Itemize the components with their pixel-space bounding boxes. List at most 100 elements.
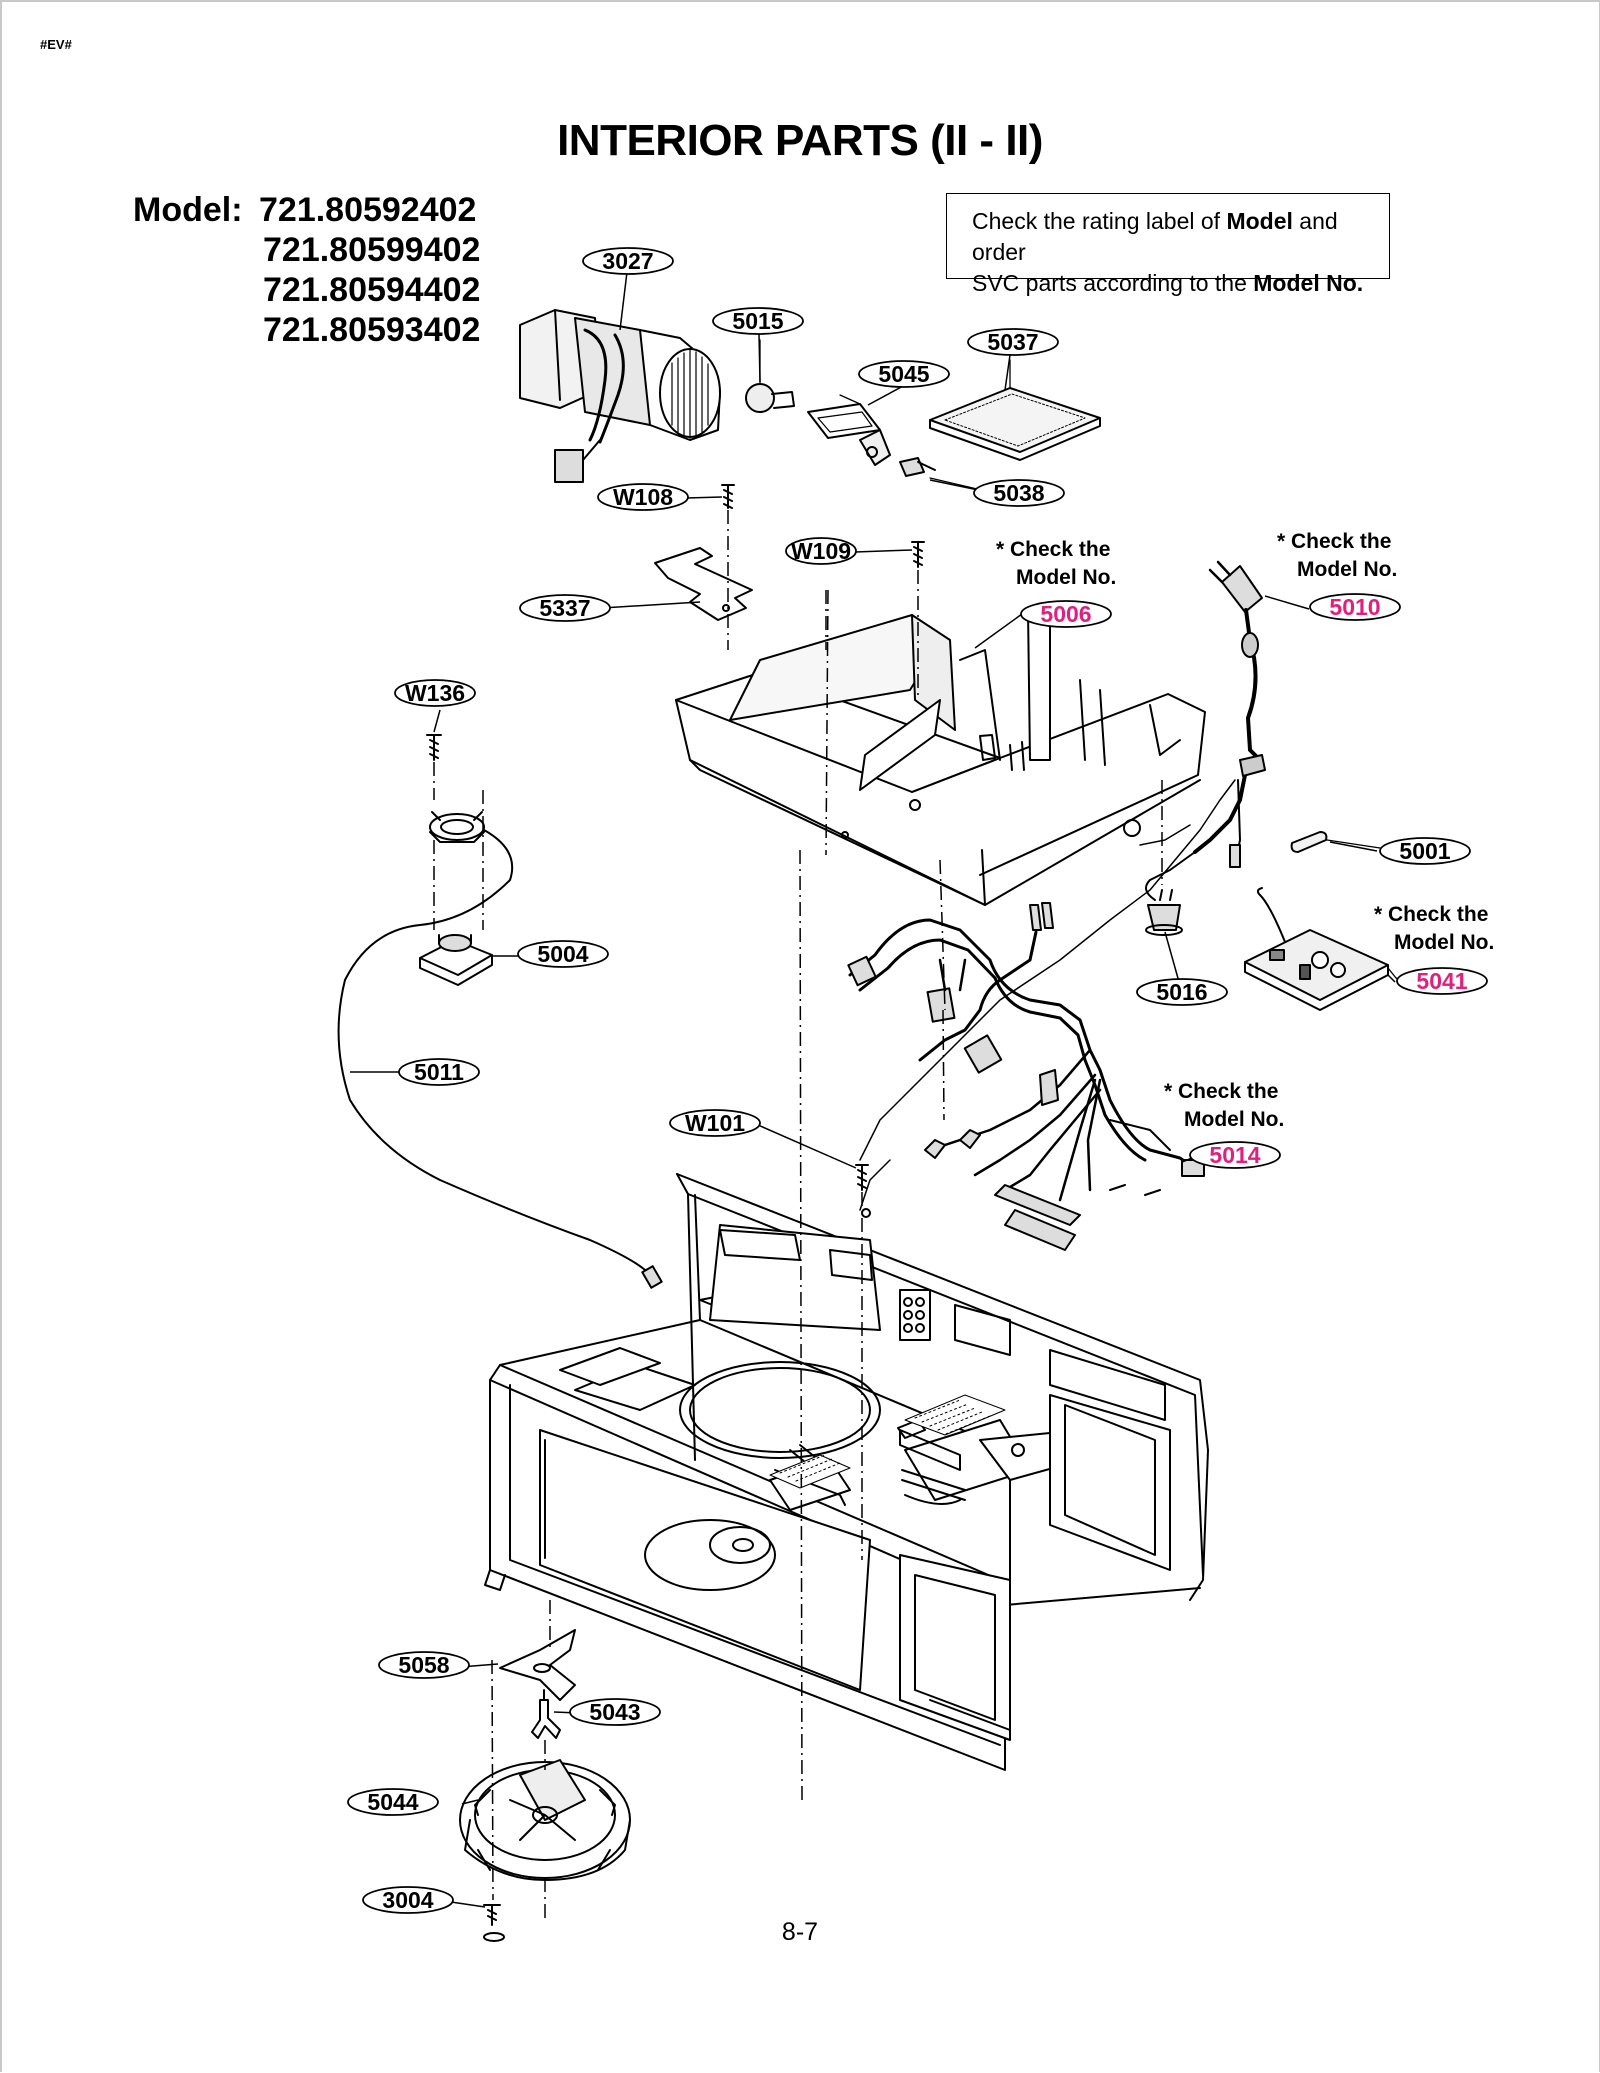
check-note-line: Model No. <box>1016 566 1116 589</box>
callout-label: 5043 <box>589 1699 640 1725</box>
leader-lines <box>350 271 1396 1908</box>
callout-5010: 5010 <box>1309 593 1401 621</box>
oven-cavity <box>484 1173 1209 1771</box>
check-note-line: * Check the <box>1277 530 1391 553</box>
callout-5038: 5038 <box>973 479 1065 507</box>
callout-w109: W109 <box>785 537 857 565</box>
note-emphasis: Model <box>1226 208 1293 234</box>
lamp-5015 <box>745 339 795 413</box>
stirrer-bracket <box>429 811 485 843</box>
callout-5011: 5011 <box>398 1058 480 1086</box>
model-label: Model: <box>133 191 243 229</box>
callout-5004: 5004 <box>517 940 609 968</box>
callout-5058: 5058 <box>378 1651 470 1679</box>
callout-5014: 5014 <box>1189 1141 1281 1169</box>
callout-label: 5004 <box>537 941 588 967</box>
callout-5016: 5016 <box>1136 978 1228 1006</box>
callout-w108: W108 <box>597 483 689 511</box>
bracket-5337 <box>654 547 753 621</box>
callout-label: W108 <box>613 484 673 510</box>
callout-label: 5001 <box>1399 838 1450 864</box>
rating-label-note: Check the rating label of Model and orde… <box>946 193 1390 296</box>
coupler-5043 <box>531 1689 561 1739</box>
callout-label: 5041 <box>1416 968 1467 994</box>
model-row: 721.80594402 <box>133 270 480 310</box>
check-note-line: Model No. <box>1394 931 1494 954</box>
callout-label: W101 <box>685 1110 745 1136</box>
vent-grid <box>769 1394 1006 1489</box>
stirrer-motor-5004 <box>419 934 493 986</box>
callout-label: 5011 <box>414 1059 464 1085</box>
base-plate-5006 <box>675 609 1206 906</box>
callout-label: 5337 <box>539 595 590 621</box>
check-note-line: * Check the <box>1374 903 1488 926</box>
corner-tag: #EV# <box>40 37 72 52</box>
check-note-line: Model No. <box>1184 1108 1284 1131</box>
wire-harness-5014 <box>847 902 1205 1251</box>
note-text: and order <box>972 208 1338 265</box>
callout-5337: 5337 <box>519 594 611 622</box>
callout-5045: 5045 <box>858 360 950 388</box>
callout-label: 5006 <box>1040 601 1091 627</box>
screw-w101 <box>855 1164 869 1191</box>
callouts: 3027 5015 5045 5037 5038 W108 W109 5337 <box>347 247 1488 1914</box>
alignment-lines <box>433 510 1163 1920</box>
callout-5006: 5006 <box>1020 600 1112 628</box>
check-note-line: * Check the <box>996 538 1110 561</box>
thermal-sensor-5038 <box>899 457 991 493</box>
fan-motor-assembly-3027 <box>519 309 721 483</box>
callout-5001: 5001 <box>1379 837 1471 865</box>
fuse-5001 <box>1290 831 1381 853</box>
stirrer-blade-5058 <box>499 1629 576 1701</box>
callout-3027: 3027 <box>582 247 674 275</box>
cable-5011 <box>337 829 651 1276</box>
callout-label: 3004 <box>382 1887 433 1913</box>
callout-5044: 5044 <box>347 1788 439 1816</box>
callout-5037: 5037 <box>967 328 1059 356</box>
ground-wire <box>859 779 1236 1161</box>
callout-label: 5015 <box>732 308 783 334</box>
model-number: 721.80592402 <box>259 191 477 229</box>
note-emphasis: Model No. <box>1253 270 1364 296</box>
model-list: Model: 721.80592402 721.80599402 721.8059… <box>133 190 480 350</box>
screw-w108 <box>721 484 735 509</box>
page-title: INTERIOR PARTS (II - II) <box>557 116 1043 165</box>
callout-label: 5058 <box>398 1652 449 1678</box>
callout-label: 5044 <box>367 1789 418 1815</box>
model-number: 721.80594402 <box>263 271 481 309</box>
model-row: 721.80593402 <box>133 310 480 350</box>
model-number: 721.80593402 <box>263 311 481 349</box>
check-note-line: Model No. <box>1297 558 1397 581</box>
noise-filter-pcb-5041 <box>1244 887 1401 1011</box>
page-number: 8-7 <box>781 1918 819 1946</box>
power-cord-5010 <box>1123 560 1266 901</box>
charcoal-filter-5037 <box>929 359 1101 461</box>
callout-3004: 3004 <box>362 1886 454 1914</box>
cable-connector <box>641 1265 663 1289</box>
callout-label: 5016 <box>1156 979 1207 1005</box>
callout-label: 5014 <box>1209 1142 1260 1168</box>
callout-label: 5037 <box>987 329 1038 355</box>
callout-5043: 5043 <box>569 1698 661 1726</box>
screw-w136 <box>426 734 442 761</box>
lamp-socket-5045 <box>807 394 891 466</box>
callout-label: W109 <box>791 538 851 564</box>
screw-3004 <box>483 1904 505 1942</box>
callout-5041: 5041 <box>1396 967 1488 995</box>
callout-label: 5045 <box>878 361 929 387</box>
callout-5015: 5015 <box>712 307 804 335</box>
check-note-line: * Check the <box>1164 1080 1278 1103</box>
thermal-fuse-5016 <box>1145 889 1183 936</box>
note-text: SVC parts according to the <box>972 270 1254 296</box>
model-number: 721.80599402 <box>263 231 481 269</box>
callout-w101: W101 <box>669 1109 761 1137</box>
model-row: 721.80599402 <box>133 230 480 270</box>
callout-label: 5010 <box>1329 594 1380 620</box>
note-text: Check the rating label of <box>972 208 1227 234</box>
screw-w109 <box>911 541 925 568</box>
callout-label: 3027 <box>602 248 653 274</box>
callout-w136: W136 <box>394 679 476 707</box>
callout-label: 5038 <box>993 480 1044 506</box>
model-row: Model: 721.80592402 <box>133 190 480 230</box>
